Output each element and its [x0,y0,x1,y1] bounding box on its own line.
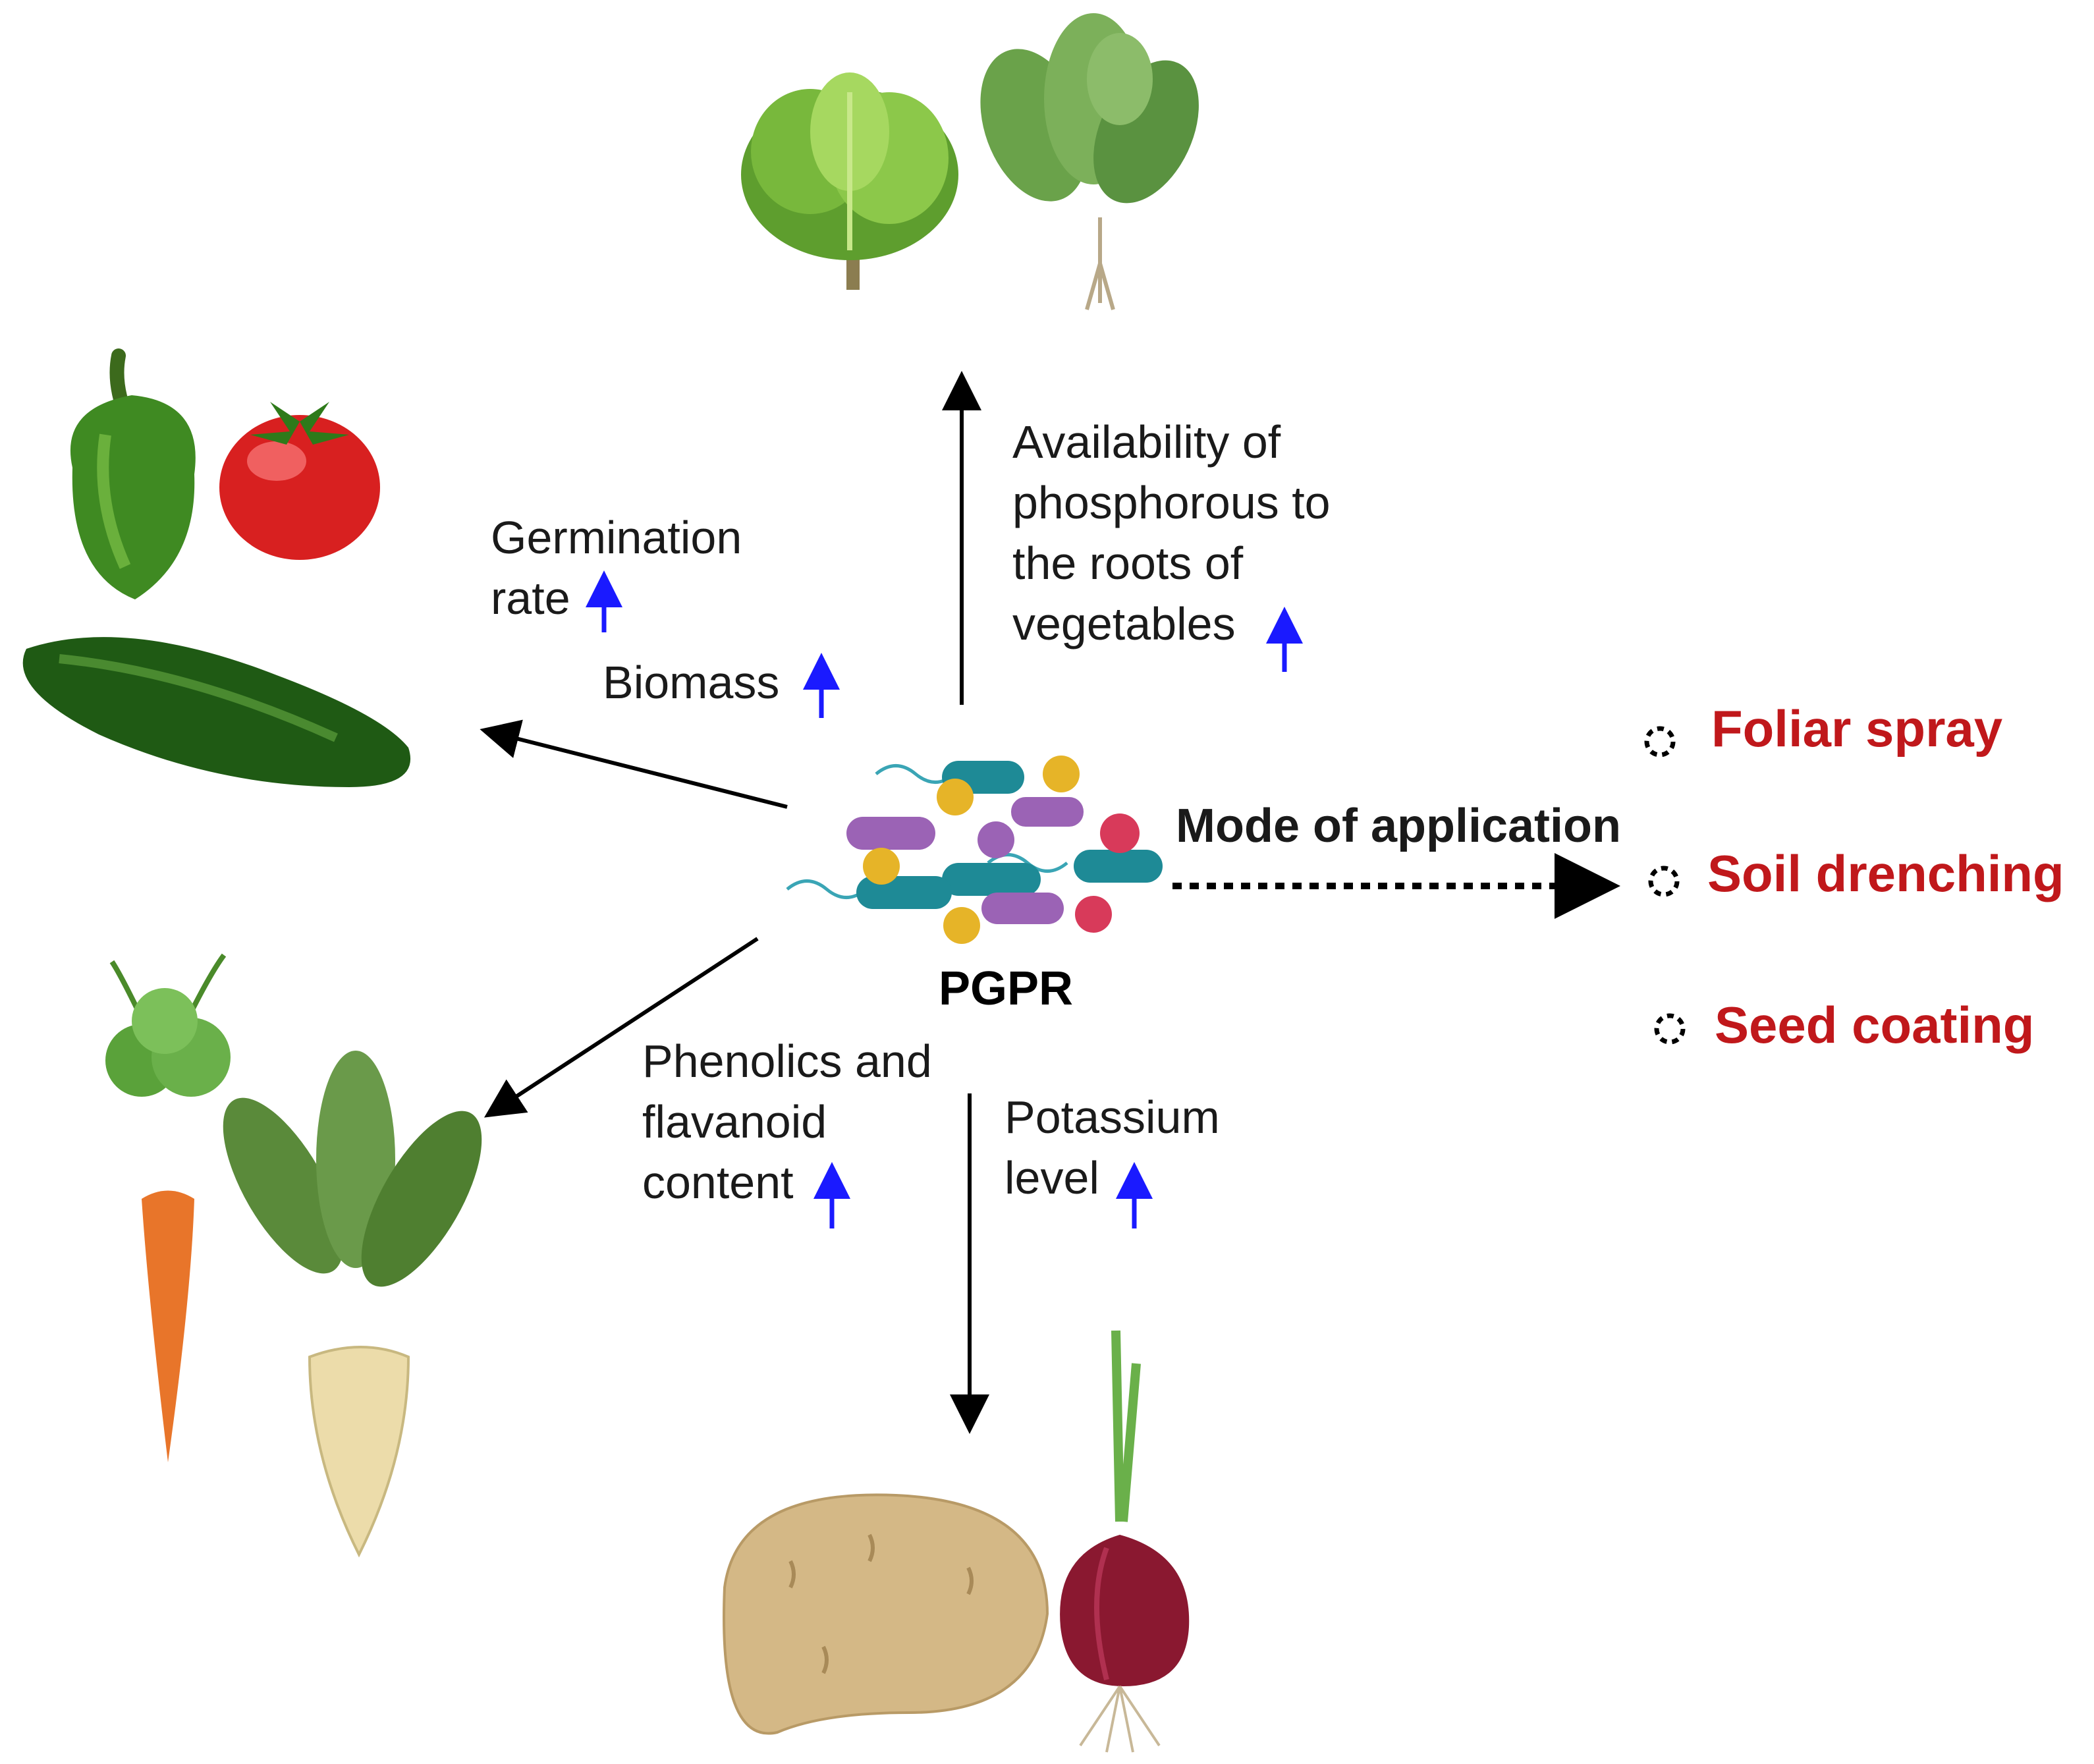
mode-of-application-title: Mode of application [1176,800,1621,852]
method-foliar-spray: Foliar spray [1711,700,2003,758]
germination-rate-label: Germination rate [491,512,742,624]
dashed-circle-icon [1644,726,1676,758]
beet-icon [223,1051,482,1558]
dashed-circle-icon [1648,866,1680,897]
lettuce-icon [741,72,958,290]
dashed-circle-icon [1654,1013,1686,1045]
potassium-level-label: Potassium level [1005,1091,1220,1203]
tomato-icon [219,402,380,560]
spinach-icon [980,13,1199,310]
potato-icon [723,1493,1049,1735]
pgpr-label: PGPR [939,962,1074,1015]
pepper-icon [70,348,196,599]
carrot-icon [105,953,231,1462]
cucumber-icon [22,637,411,787]
phosphorous-availability-label: Availability of phosphorous to the roots… [1012,416,1331,649]
method-seed-coating: Seed coating [1715,996,2035,1054]
arrow-to-root-vegetables [483,937,759,1118]
onion-icon [1060,1330,1190,1753]
method-soil-drenching: Soil drenching [1707,844,2064,902]
biomass-label: Biomass [603,657,780,708]
phenolics-flavanoid-label: Phenolics and flavanoid content [642,1035,932,1208]
arrow-to-fruit-vegetables [480,719,788,809]
pgpr-bacteria-icon [786,756,1163,944]
